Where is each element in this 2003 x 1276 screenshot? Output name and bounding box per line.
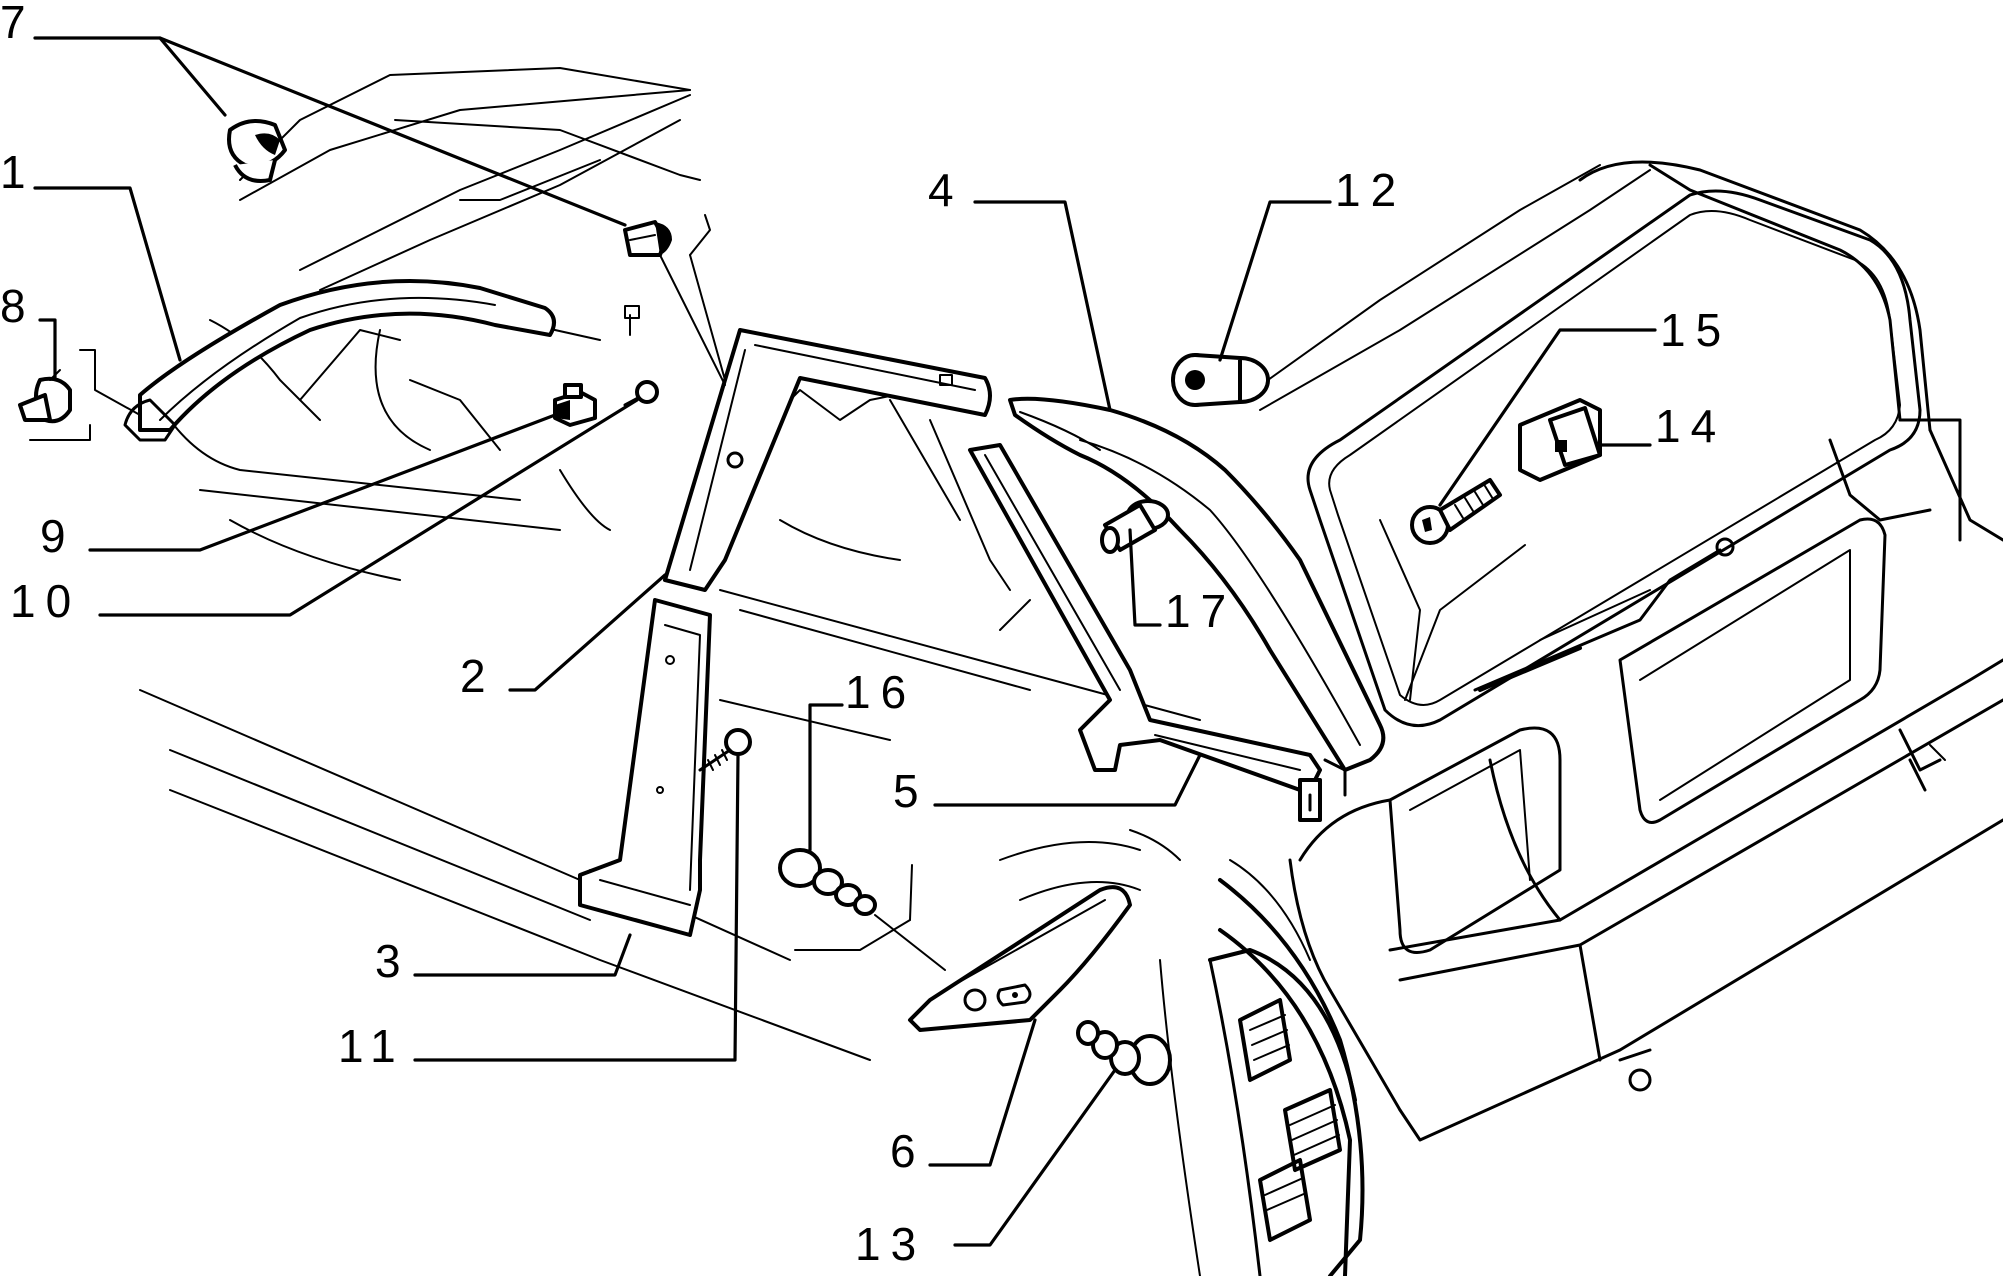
part-10-screw (623, 380, 659, 407)
part-4-c-pillar-trim (1008, 396, 1386, 772)
part-7-clip-upper (227, 119, 287, 183)
part-15-screw (1410, 478, 1502, 545)
callout-5: 5 (893, 765, 929, 817)
callout-7: 7 (0, 0, 36, 48)
part-2-pillar-upper-trim (663, 328, 992, 592)
callout-3: 3 (375, 935, 411, 987)
part-13-plug (1076, 1020, 1172, 1086)
callout-9: 9 (40, 510, 76, 562)
part-5-rear-quarter-trim (968, 443, 1347, 822)
callout-17: 17 (1165, 585, 1236, 637)
callout-1: 1 (0, 146, 36, 198)
part-6-wheel-arch-trim (908, 885, 1132, 1032)
part-11-screw (698, 728, 752, 772)
callout-16: 16 (845, 666, 916, 718)
part-1-roof-rail-trim (123, 279, 640, 442)
leader-lines (29, 36, 1657, 1247)
part-7-clip-lower (623, 220, 672, 257)
callout-13: 13 (855, 1218, 926, 1270)
part-17-pin (1100, 499, 1170, 554)
callout-11: 11 (338, 1020, 406, 1072)
callout-2: 2 (460, 650, 496, 702)
part-16-plug (778, 848, 877, 916)
part-3-pillar-lower-trim (578, 598, 712, 937)
callout-10: 10 (10, 575, 81, 627)
part-9-fastener (553, 383, 597, 427)
callout-8: 8 (0, 280, 36, 332)
callout-12: 12 (1335, 164, 1406, 216)
callout-6: 6 (890, 1125, 926, 1177)
part-12-grommet (1171, 353, 1270, 407)
callout-labels: 7 1 8 9 10 2 3 11 4 12 15 14 17 16 5 6 1… (0, 0, 1731, 1270)
car-body-outline (139, 67, 2003, 1276)
callout-4: 4 (928, 164, 964, 216)
part-14-nut-clip (1518, 398, 1602, 482)
callout-15: 15 (1660, 304, 1731, 356)
part-8-clip (18, 369, 72, 424)
callout-14: 14 (1655, 400, 1726, 452)
